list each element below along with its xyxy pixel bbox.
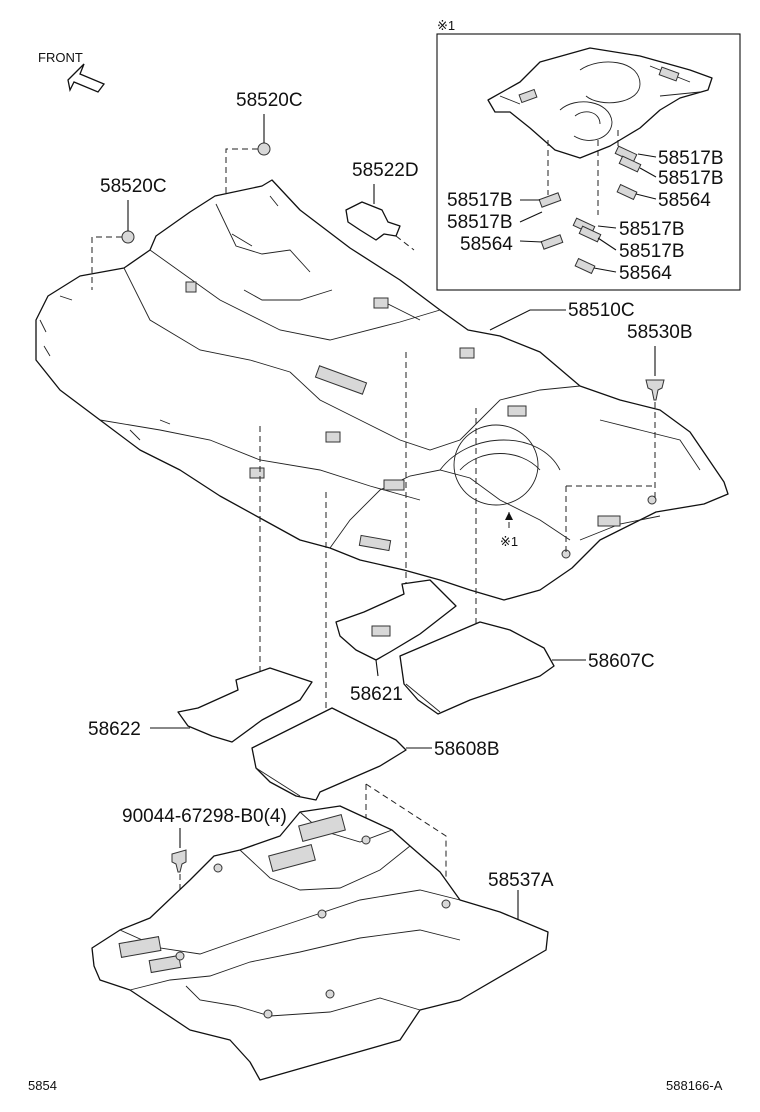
- label-58520C-left: 58520C: [100, 176, 167, 197]
- inset-label-r3: 58564: [658, 190, 711, 211]
- pad-58621: [335, 579, 457, 661]
- inset-label-r1: 58517B: [658, 148, 724, 169]
- inset-label-r2: 58517B: [658, 168, 724, 189]
- label-58622: 58622: [88, 719, 141, 740]
- inset-pad-l1: [538, 192, 562, 208]
- bracket-58522D: [345, 201, 401, 241]
- label-58537A: 58537A: [488, 870, 554, 891]
- label-58522D: 58522D: [352, 160, 419, 181]
- front-label: FRONT: [38, 50, 83, 65]
- panel-58537A: [91, 805, 549, 1081]
- inset-label-l1: 58517B: [447, 190, 513, 211]
- inset-pad-r2: [618, 155, 642, 173]
- pad-58622: [177, 667, 313, 743]
- label-58530B: 58530B: [627, 322, 693, 343]
- detail-callout-marker: ※1: [500, 534, 518, 549]
- label-90044: 90044-67298-B0(4): [122, 806, 287, 827]
- front-arrow-icon: [67, 63, 106, 93]
- inset-pad-m3: [574, 257, 596, 275]
- clip-58530B: [645, 379, 665, 401]
- detail-inset-marker: ※1: [437, 18, 455, 33]
- fastener-90044: [171, 849, 187, 873]
- inset-floor-section: [487, 47, 713, 159]
- footer-left-code: 5854: [28, 1078, 57, 1093]
- label-58608B: 58608B: [434, 739, 500, 760]
- inset-pad-r3: [616, 183, 638, 201]
- detail-inset: ※1 58517B 58517B 58564 58517B: [436, 18, 741, 291]
- footer-right-code: 588166-A: [666, 1078, 723, 1093]
- floor-carpet-58510C: ※1: [35, 179, 729, 601]
- label-58607C: 58607C: [588, 651, 655, 672]
- inset-label-m3: 58564: [619, 263, 672, 284]
- label-58520C-top: 58520C: [236, 90, 303, 111]
- inset-label-m2: 58517B: [619, 241, 685, 262]
- label-58510C: 58510C: [568, 300, 635, 321]
- inset-label-m1: 58517B: [619, 219, 685, 240]
- inset-label-l2: 58517B: [447, 212, 513, 233]
- inset-pad-l3: [540, 234, 564, 250]
- clip-58520C-top: [257, 142, 271, 156]
- pad-58608B: [251, 707, 407, 801]
- detail-inset-frame: [436, 33, 741, 291]
- label-58621: 58621: [350, 684, 403, 705]
- inset-label-l3: 58564: [460, 234, 513, 255]
- clip-58520C-left: [121, 230, 135, 244]
- pad-58607C: [399, 621, 555, 715]
